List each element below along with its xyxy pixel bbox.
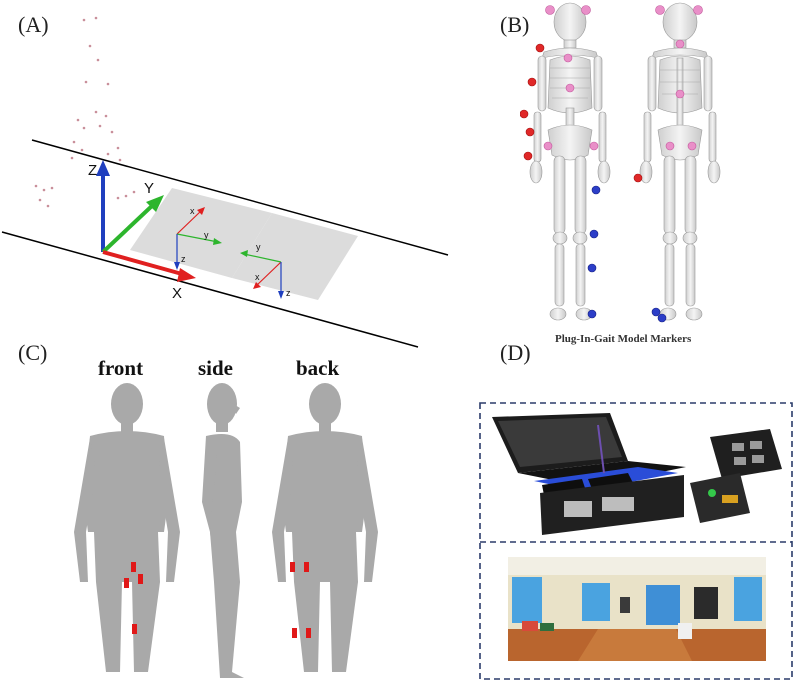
skeleton-back	[639, 2, 721, 321]
panel-d-equipment	[479, 402, 793, 680]
global-y-label: Y	[144, 180, 154, 197]
panel-b-skeletons	[520, 2, 721, 323]
svg-text:z: z	[286, 288, 291, 298]
global-y-axis-arrow	[146, 195, 164, 212]
global-x-label: X	[172, 285, 182, 302]
motion-capture-lab-photo	[508, 557, 766, 661]
panel-b-caption: Plug-In-Gait Model Markers	[555, 333, 692, 345]
markers-blue	[587, 185, 667, 323]
markers-pink	[543, 5, 703, 151]
walkway-top-edge	[31, 139, 449, 256]
walkway-bottom-edge	[1, 231, 419, 348]
plate-1-local-axes: x y z	[174, 206, 222, 270]
view-label-front: front	[98, 356, 144, 380]
markers-red	[520, 43, 643, 183]
global-z-label: Z	[88, 162, 97, 179]
panel-c-silhouettes	[74, 383, 378, 678]
svg-text:y: y	[204, 230, 209, 240]
view-label-side: side	[198, 356, 234, 380]
view-label-back: back	[296, 356, 340, 380]
svg-text:y: y	[256, 242, 261, 252]
silhouette-front	[74, 383, 180, 672]
panel-a-diagram: Z Y X x y z y x z	[1, 16, 449, 348]
emg-sensors-front	[124, 562, 143, 634]
svg-text:x: x	[190, 206, 195, 216]
panel-c-label: (C)	[18, 340, 48, 365]
svg-text:x: x	[255, 272, 260, 282]
silhouette-back	[272, 383, 378, 672]
marker-point-cloud	[34, 16, 136, 208]
plate-2-local-axes: y x z	[240, 242, 291, 299]
panel-d-label: (D)	[500, 340, 531, 365]
svg-text:z: z	[181, 254, 186, 264]
global-x-axis-arrow	[177, 268, 196, 282]
emg-sensors-back	[290, 562, 311, 638]
emg-receiver-units	[690, 429, 782, 523]
silhouette-side	[202, 383, 244, 678]
global-z-axis-arrow	[96, 160, 110, 176]
panel-b-label: (B)	[500, 12, 530, 37]
force-plate-1	[130, 188, 272, 278]
panel-a-label: (A)	[18, 12, 49, 37]
emg-sensor-case	[492, 413, 686, 535]
